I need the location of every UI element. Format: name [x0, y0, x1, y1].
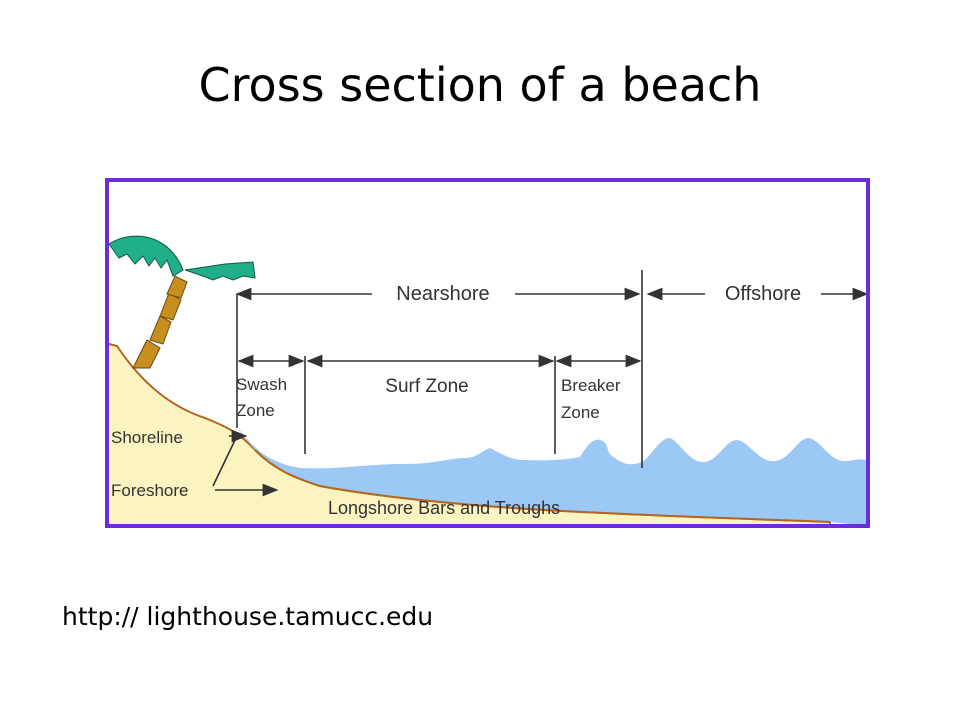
label-foreshore: Foreshore [111, 481, 188, 500]
slide-title: Cross section of a beach [198, 58, 762, 112]
source-link[interactable]: http:// lighthouse.tamucc.edu [62, 602, 434, 631]
label-breaker-zone: Zone [561, 403, 600, 422]
diagram-border [105, 178, 870, 528]
label-surf-zone: Surf Zone [385, 376, 468, 397]
label-offshore: Offshore [725, 283, 801, 305]
label-swash: Swash [236, 375, 287, 394]
palm-trunk [132, 275, 188, 369]
label-shoreline: Shoreline [111, 428, 183, 447]
sea-water [238, 428, 870, 526]
label-longshore-bars: Longshore Bars and Troughs [328, 498, 560, 518]
label-nearshore: Nearshore [396, 283, 489, 305]
seabed-line [254, 449, 831, 523]
shoreline-leader [212, 437, 237, 487]
beach-cross-section-diagram: Nearshore Offshore Swash Zone Surf Zone … [105, 178, 870, 528]
label-breaker: Breaker [561, 376, 621, 395]
palm-leaves [108, 235, 256, 281]
label-swash-zone: Zone [236, 401, 275, 420]
